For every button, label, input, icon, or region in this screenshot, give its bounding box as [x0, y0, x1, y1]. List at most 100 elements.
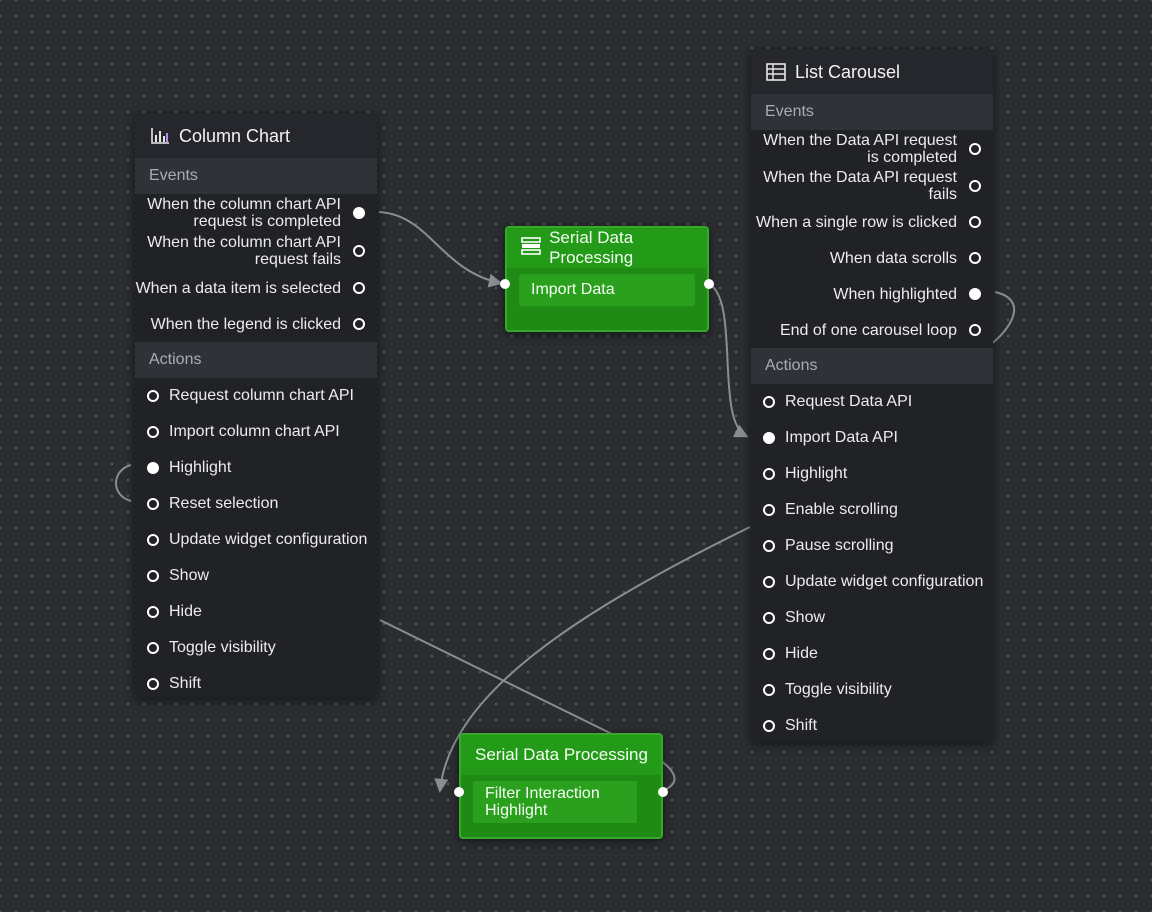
list-carousel-title: List Carousel — [795, 61, 901, 82]
column-chart-title: Column Chart — [179, 125, 291, 146]
action-row: Reset selection — [135, 486, 377, 522]
table-icon — [765, 61, 787, 83]
action-label: Highlight — [785, 465, 848, 482]
event-label: When the Data API request is completed — [763, 132, 957, 166]
action-row: Hide — [135, 594, 377, 630]
event-row: When data scrolls — [751, 240, 993, 276]
list-carousel-actions-title: Actions — [751, 348, 993, 384]
action-row: Show — [751, 600, 993, 636]
event-row: When a single row is clicked — [751, 204, 993, 240]
event-row: End of one carousel loop — [751, 312, 993, 348]
action-row: Shift — [751, 708, 993, 744]
wire-chart-to-import — [378, 211, 503, 288]
input-port[interactable] — [763, 504, 775, 516]
output-port[interactable] — [969, 324, 981, 336]
action-label: Request Data API — [785, 393, 913, 410]
output-port[interactable] — [969, 216, 981, 228]
input-port[interactable] — [147, 678, 159, 690]
input-port[interactable] — [147, 426, 159, 438]
input-port[interactable] — [147, 462, 159, 474]
event-label: When the Data API request fails — [763, 169, 957, 203]
action-row: Enable scrolling — [751, 492, 993, 528]
input-port[interactable] — [763, 576, 775, 588]
action-row: Highlight — [751, 456, 993, 492]
input-port[interactable] — [147, 642, 159, 654]
output-port[interactable] — [353, 282, 365, 294]
action-label: Toggle visibility — [169, 639, 276, 656]
action-row: Show — [135, 558, 377, 594]
output-port[interactable] — [704, 279, 714, 289]
input-port[interactable] — [763, 396, 775, 408]
event-row: When the column chart API request fails — [135, 232, 377, 270]
input-port[interactable] — [147, 498, 159, 510]
input-port[interactable] — [763, 612, 775, 624]
action-label: Reset selection — [169, 495, 279, 512]
list-carousel-header[interactable]: List Carousel — [751, 50, 993, 94]
output-port[interactable] — [969, 288, 981, 300]
output-port[interactable] — [969, 252, 981, 264]
input-port[interactable] — [454, 787, 464, 797]
input-port[interactable] — [147, 606, 159, 618]
event-label: End of one carousel loop — [779, 321, 957, 339]
column-chart-node[interactable]: Column Chart Events When the column char… — [135, 114, 377, 698]
action-label: Import Data API — [785, 429, 898, 446]
processing-step[interactable]: Filter Interaction Highlight — [473, 781, 637, 823]
output-port[interactable] — [353, 207, 365, 219]
input-port[interactable] — [763, 720, 775, 732]
action-label: Hide — [785, 645, 818, 662]
list-carousel-events-title: Events — [751, 94, 993, 130]
action-label: Shift — [785, 717, 818, 734]
input-port[interactable] — [500, 279, 510, 289]
serial-processing-title: Serial Data Processing — [549, 228, 634, 267]
processing-step[interactable]: Import Data — [519, 274, 695, 306]
event-row: When a data item is selected — [135, 270, 377, 306]
serial-processing-header[interactable]: Serial Data Processing — [461, 735, 661, 775]
column-chart-actions-title: Actions — [135, 342, 377, 378]
action-row: Highlight — [135, 450, 377, 486]
action-label: Show — [169, 567, 210, 584]
event-row: When the legend is clicked — [135, 306, 377, 342]
list-carousel-node[interactable]: List Carousel Events When the Data API r… — [751, 50, 993, 742]
event-row: When highlighted — [751, 276, 993, 312]
serial-processing-header[interactable]: Serial Data Processing — [507, 228, 707, 268]
action-label: Update widget configuration — [785, 573, 984, 590]
output-port[interactable] — [969, 180, 981, 192]
event-label: When the column chart API request is com… — [147, 196, 341, 230]
serial-processing-node-top[interactable]: Serial Data Processing Import Data — [500, 226, 714, 332]
action-label: Shift — [169, 675, 202, 692]
event-label: When a single row is clicked — [756, 213, 957, 231]
action-label: Toggle visibility — [785, 681, 892, 698]
serial-processing-node-bottom[interactable]: Serial Data Processing Filter Interactio… — [454, 733, 668, 839]
action-row: Request column chart API — [135, 378, 377, 414]
column-chart-events-title: Events — [135, 158, 377, 194]
input-port[interactable] — [147, 570, 159, 582]
input-port[interactable] — [147, 390, 159, 402]
input-port[interactable] — [763, 432, 775, 444]
input-port[interactable] — [763, 540, 775, 552]
action-row: Hide — [751, 636, 993, 672]
event-row: When the column chart API request is com… — [135, 194, 377, 232]
action-row: Update widget configuration — [135, 522, 377, 558]
event-row: When the Data API request is completed — [751, 130, 993, 168]
output-port[interactable] — [353, 318, 365, 330]
action-row: Request Data API — [751, 384, 993, 420]
output-port[interactable] — [969, 143, 981, 155]
action-row: Import column chart API — [135, 414, 377, 450]
wire-highlighted-to-filter — [989, 291, 1016, 346]
event-label: When the column chart API request fails — [147, 234, 341, 268]
event-row: When the Data API request fails — [751, 168, 993, 204]
action-row: Import Data API — [751, 420, 993, 456]
input-port[interactable] — [763, 468, 775, 480]
event-label: When highlighted — [833, 285, 957, 303]
serial-processing-title: Serial Data Processing — [475, 745, 648, 764]
column-chart-header[interactable]: Column Chart — [135, 114, 377, 158]
input-port[interactable] — [147, 534, 159, 546]
action-row: Update widget configuration — [751, 564, 993, 600]
output-port[interactable] — [658, 787, 668, 797]
action-label: Pause scrolling — [785, 537, 894, 554]
input-port[interactable] — [763, 648, 775, 660]
output-port[interactable] — [353, 245, 365, 257]
input-port[interactable] — [763, 684, 775, 696]
bar-chart-icon — [149, 125, 171, 147]
